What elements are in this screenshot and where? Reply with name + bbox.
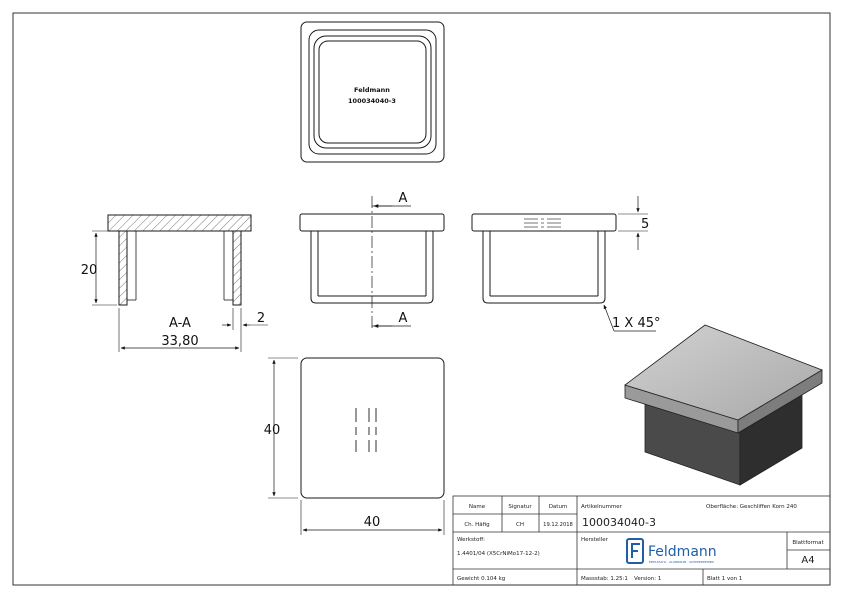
- tb-datum-header: Datum: [549, 504, 568, 510]
- dim-side-label: 40: [264, 423, 281, 438]
- dim-height-20: 20: [81, 263, 98, 278]
- feldmann-logo-icon: [626, 538, 644, 564]
- tb-artikel-label: Artikelnummer: [581, 504, 623, 510]
- tb-werkstoff-label: Werkstoff:: [457, 537, 485, 543]
- section-marker-top: A: [399, 191, 408, 206]
- tb-signatur-header: Signatur: [508, 504, 532, 510]
- plug-label-line2: 100034040-3: [348, 97, 396, 105]
- tb-logo-text: Feldmann: [648, 544, 717, 560]
- tb-name-header: Name: [469, 504, 486, 510]
- tb-name-value: Ch. Häfig: [464, 522, 489, 528]
- dim-cap-height: [618, 196, 648, 250]
- top-view: [300, 21, 445, 163]
- section-arrows: [372, 204, 411, 328]
- tb-version: Version: 1: [634, 576, 661, 582]
- tb-blatt: Blatt 1 von 1: [707, 576, 742, 582]
- sheet-border: [12, 12, 831, 586]
- dim-outer-width: 33,80: [161, 334, 198, 349]
- tb-massstab: Massstab: 1.25:1: [581, 576, 628, 582]
- tb-werkstoff-value: 1.4401/04 (X5CrNiMo17-12-2): [457, 551, 540, 557]
- dim-side-40: [268, 357, 298, 499]
- title-block-grid: [452, 495, 831, 586]
- tb-gewicht: Gewicht 0.104 kg: [457, 576, 505, 582]
- section-label: A-A: [169, 316, 191, 331]
- tb-datum-value: 19.12.2018: [543, 522, 573, 528]
- bottom-view: [300, 357, 445, 499]
- dim-bottom-40: [300, 500, 445, 535]
- tb-hersteller-label: Hersteller: [581, 537, 609, 543]
- isometric-view: [624, 324, 823, 486]
- tb-artikel-value: 100034040-3: [582, 516, 656, 529]
- section-marker-bottom: A: [399, 311, 408, 326]
- chamfer-leader: [603, 304, 656, 332]
- dim-cap-5: 5: [641, 217, 649, 232]
- section-view: [92, 214, 268, 352]
- front-view: [299, 196, 445, 330]
- tb-blattformat-label: Blattformat: [792, 540, 824, 546]
- tb-oberflaeche: Oberfläche: Geschliffen Korn 240: [706, 504, 797, 510]
- dim-wall-thickness: 2: [257, 311, 265, 326]
- plug-label-line1: Feldmann: [354, 86, 390, 94]
- tb-signatur-value: CH: [516, 522, 524, 528]
- tb-blattformat-value: A4: [801, 555, 814, 566]
- side-view: [471, 213, 617, 304]
- tb-logo-subtext: EDELSTAHL · ALUMINIUM · SCHMIEDEEISEN: [649, 560, 714, 564]
- chamfer-label: 1 X 45°: [612, 316, 660, 331]
- dim-bottom-label: 40: [364, 515, 381, 530]
